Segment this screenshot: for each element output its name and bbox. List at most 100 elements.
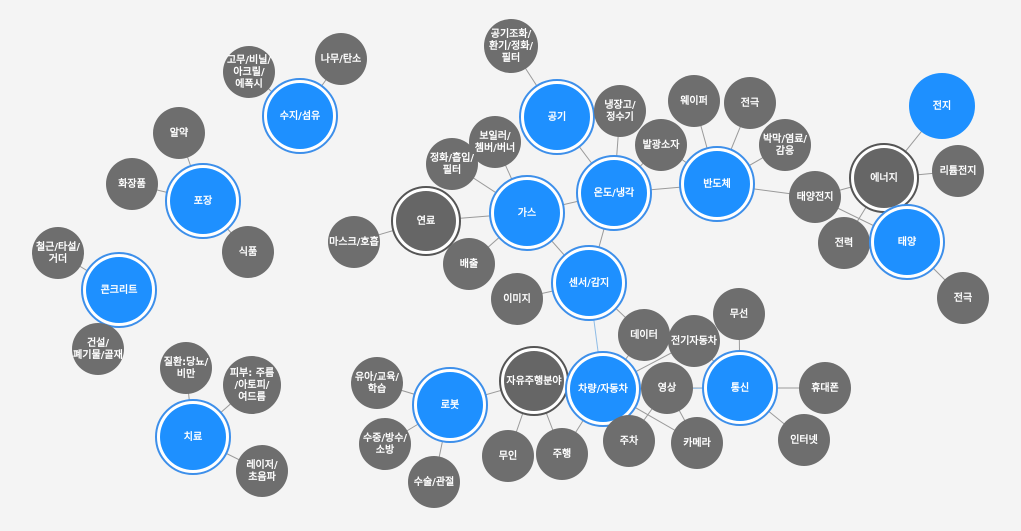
node-n39[interactable]: 무선 bbox=[713, 288, 765, 340]
node-circle bbox=[417, 372, 483, 438]
node-circle bbox=[874, 209, 940, 275]
node-n53[interactable]: 카메라 bbox=[671, 417, 723, 469]
node-n20[interactable]: 정화/흡입/필터 bbox=[426, 138, 478, 190]
node-n10[interactable]: 건설/폐기물/골재 bbox=[72, 323, 124, 375]
node-n38[interactable]: 전극 bbox=[937, 272, 989, 324]
node-n44[interactable]: 자유주행분야 bbox=[499, 346, 569, 416]
node-n55[interactable]: 수술/관절 bbox=[408, 456, 460, 508]
node-circle bbox=[160, 342, 212, 394]
node-circle bbox=[603, 415, 655, 467]
node-label: 태양 bbox=[898, 235, 917, 248]
node-n8[interactable]: 철근/타설/거더 bbox=[32, 227, 84, 279]
node-n9[interactable]: 콘크리트 bbox=[81, 252, 157, 328]
node-circle bbox=[932, 145, 984, 197]
node-circle bbox=[524, 84, 590, 150]
node-n11[interactable]: 질환:당뇨/비만 bbox=[160, 342, 212, 394]
node-circle bbox=[223, 356, 281, 414]
node-n43[interactable]: 로봇 bbox=[412, 367, 488, 443]
node-circle bbox=[491, 273, 543, 325]
node-n36[interactable]: 전력 bbox=[818, 217, 870, 269]
node-n45[interactable]: 차량/자동차 bbox=[565, 351, 641, 427]
node-n34[interactable]: 에너지 bbox=[849, 143, 919, 213]
node-label: 전기자동차 bbox=[671, 334, 718, 347]
node-n18[interactable]: 발광소자 bbox=[635, 119, 687, 171]
node-n48[interactable]: 휴대폰 bbox=[799, 362, 851, 414]
node-circle bbox=[236, 445, 288, 497]
node-n51[interactable]: 주행 bbox=[536, 428, 588, 480]
node-n32[interactable]: 태양전지 bbox=[789, 171, 841, 223]
node-label: 주차 bbox=[620, 434, 639, 447]
node-n6[interactable]: 포장 bbox=[165, 163, 241, 239]
node-n19[interactable]: 보일러/쳄버/버너 bbox=[469, 116, 521, 168]
node-n30[interactable]: 박막/염료/감응 bbox=[759, 119, 811, 171]
node-circle bbox=[799, 362, 851, 414]
node-n52[interactable]: 주차 bbox=[603, 415, 655, 467]
node-circle bbox=[351, 357, 403, 409]
node-label: 통신 bbox=[731, 381, 749, 394]
node-n33[interactable]: 전지 bbox=[909, 73, 975, 139]
node-label: 유아/교육/학습 bbox=[355, 370, 399, 395]
node-circle bbox=[618, 309, 670, 361]
node-n22[interactable]: 가스 bbox=[489, 175, 565, 251]
node-n26[interactable]: 센서/감지 bbox=[551, 245, 627, 321]
node-label: 수술/관절 bbox=[414, 475, 454, 488]
node-circle bbox=[635, 119, 687, 171]
node-n28[interactable]: 웨이퍼 bbox=[668, 75, 720, 127]
node-circle bbox=[223, 46, 275, 98]
node-n12[interactable]: 피부: 주름/아토피/여드름 bbox=[223, 356, 281, 414]
node-n50[interactable]: 무인 bbox=[482, 430, 534, 482]
node-circle bbox=[668, 75, 720, 127]
node-n41[interactable]: 전기자동차 bbox=[668, 315, 720, 367]
node-n37[interactable]: 태양 bbox=[869, 204, 945, 280]
node-circle bbox=[684, 151, 750, 217]
node-n23[interactable]: 온도/냉각 bbox=[576, 155, 652, 231]
node-n1[interactable]: 고무/비닐/아크릴/에폭시 bbox=[223, 46, 275, 98]
node-label: 공기조화/환기/정화/필터 bbox=[489, 27, 533, 64]
node-n17[interactable]: 냉장고/정수기 bbox=[594, 85, 646, 137]
node-n4[interactable]: 알약 bbox=[153, 107, 205, 159]
node-circle bbox=[668, 315, 720, 367]
node-n15[interactable]: 공기조화/환기/정화/필터 bbox=[484, 19, 538, 73]
node-n27[interactable]: 이미지 bbox=[491, 273, 543, 325]
node-label: 화장품 bbox=[118, 177, 146, 190]
node-n14[interactable]: 레이저/초음파 bbox=[236, 445, 288, 497]
node-circle bbox=[408, 456, 460, 508]
node-label: 박막/염료/감응 bbox=[763, 132, 807, 157]
node-circle bbox=[72, 323, 124, 375]
node-n31[interactable]: 반도체 bbox=[679, 146, 755, 222]
node-n13[interactable]: 치료 bbox=[155, 399, 231, 475]
node-n5[interactable]: 화장품 bbox=[106, 158, 158, 210]
node-n29[interactable]: 전극 bbox=[724, 77, 776, 129]
node-label: 온도/냉각 bbox=[594, 186, 635, 199]
node-n7[interactable]: 식품 bbox=[222, 226, 274, 278]
node-n47[interactable]: 통신 bbox=[702, 350, 778, 426]
node-n16[interactable]: 공기 bbox=[519, 79, 595, 155]
node-n25[interactable]: 배출 bbox=[443, 238, 495, 290]
node-n35[interactable]: 리튬전지 bbox=[932, 145, 984, 197]
node-label: 가스 bbox=[518, 206, 536, 219]
node-label: 연료 bbox=[417, 214, 435, 227]
node-n21[interactable]: 연료 bbox=[391, 186, 461, 256]
node-label: 고무/비닐/아크릴/에폭시 bbox=[227, 53, 271, 90]
node-label: 무선 bbox=[730, 307, 748, 320]
node-label: 정화/흡입/필터 bbox=[430, 151, 474, 176]
node-label: 콘크리트 bbox=[101, 283, 138, 296]
node-label: 웨이퍼 bbox=[680, 94, 708, 107]
node-n42[interactable]: 유아/교육/학습 bbox=[351, 357, 403, 409]
node-label: 인터넷 bbox=[790, 433, 818, 446]
node-label: 자유주행분야 bbox=[506, 374, 562, 387]
node-label: 질환:당뇨/비만 bbox=[164, 355, 209, 380]
node-circle bbox=[170, 168, 236, 234]
node-n3[interactable]: 수지/섬유 bbox=[262, 78, 338, 154]
node-label: 나무/탄소 bbox=[321, 52, 361, 65]
node-n54[interactable]: 인터넷 bbox=[778, 414, 830, 466]
node-n49[interactable]: 수중/방수/소방 bbox=[359, 418, 411, 470]
node-n24[interactable]: 마스크/호흡 bbox=[328, 216, 380, 268]
node-n46[interactable]: 영상 bbox=[641, 362, 693, 414]
node-label: 마스크/호흡 bbox=[329, 235, 379, 248]
node-label: 데이터 bbox=[630, 328, 658, 341]
node-n40[interactable]: 데이터 bbox=[618, 309, 670, 361]
node-label: 이미지 bbox=[503, 292, 531, 305]
node-circle bbox=[482, 430, 534, 482]
node-n2[interactable]: 나무/탄소 bbox=[315, 33, 367, 85]
